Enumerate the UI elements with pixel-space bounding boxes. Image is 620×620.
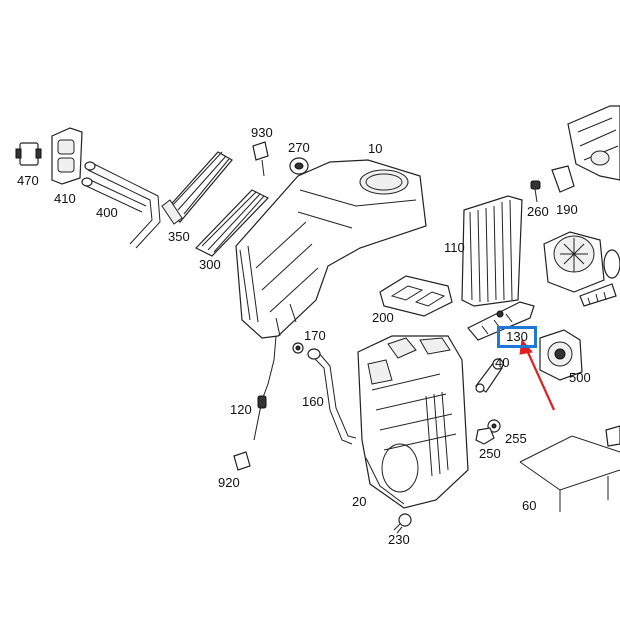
label-230: 230 bbox=[388, 532, 410, 547]
part-160-drain-hose bbox=[307, 348, 357, 445]
part-410-seal bbox=[51, 127, 83, 185]
part-250-nut bbox=[475, 427, 495, 445]
label-160: 160 bbox=[302, 394, 324, 409]
part-10-upper-housing bbox=[235, 159, 427, 339]
label-130: 130 bbox=[506, 329, 528, 344]
part-400-pipes bbox=[81, 161, 161, 249]
label-170: 170 bbox=[304, 328, 326, 343]
label-255: 255 bbox=[505, 431, 527, 446]
label-200: 200 bbox=[372, 310, 394, 325]
highlight-box: 130 bbox=[497, 326, 537, 348]
label-120: 120 bbox=[230, 402, 252, 417]
label-500: 500 bbox=[569, 370, 591, 385]
part-170-grommet bbox=[292, 342, 304, 354]
label-470: 470 bbox=[17, 173, 39, 188]
part-350-evaporator bbox=[161, 151, 233, 225]
label-920: 920 bbox=[218, 475, 240, 490]
label-40: 40 bbox=[495, 355, 510, 370]
part-500-blower bbox=[539, 329, 583, 381]
label-110: 110 bbox=[444, 240, 465, 255]
label-20: 20 bbox=[352, 494, 367, 509]
part-40-lever bbox=[475, 358, 504, 393]
label-350: 350 bbox=[168, 229, 190, 244]
part-930-connector bbox=[252, 141, 269, 177]
part-190-bracket bbox=[551, 165, 575, 193]
part-230-screw bbox=[393, 513, 412, 534]
part-120-sensor-wire bbox=[253, 335, 277, 441]
label-190: 190 bbox=[556, 202, 578, 217]
label-400: 400 bbox=[96, 205, 118, 220]
part-assembly-top-right bbox=[567, 105, 620, 181]
label-250: 250 bbox=[479, 446, 501, 461]
part-270-grommet bbox=[289, 157, 309, 175]
part-200-seal bbox=[379, 275, 453, 317]
label-60: 60 bbox=[522, 498, 537, 513]
part-110-cabin-filter bbox=[461, 195, 523, 307]
label-260: 260 bbox=[527, 204, 549, 219]
label-300: 300 bbox=[199, 257, 221, 272]
part-60-panel bbox=[519, 425, 620, 512]
part-920-connector bbox=[233, 451, 251, 471]
part-blower-motor bbox=[543, 231, 620, 293]
part-470-clip bbox=[15, 142, 42, 166]
label-10: 10 bbox=[368, 141, 383, 156]
label-930: 930 bbox=[251, 125, 273, 140]
part-300-heater-core bbox=[195, 189, 269, 257]
part-20-lower-housing bbox=[357, 335, 469, 509]
label-270: 270 bbox=[288, 140, 310, 155]
part-resistor-bar bbox=[579, 283, 617, 307]
part-260-screw bbox=[530, 180, 541, 203]
label-410: 410 bbox=[54, 191, 76, 206]
